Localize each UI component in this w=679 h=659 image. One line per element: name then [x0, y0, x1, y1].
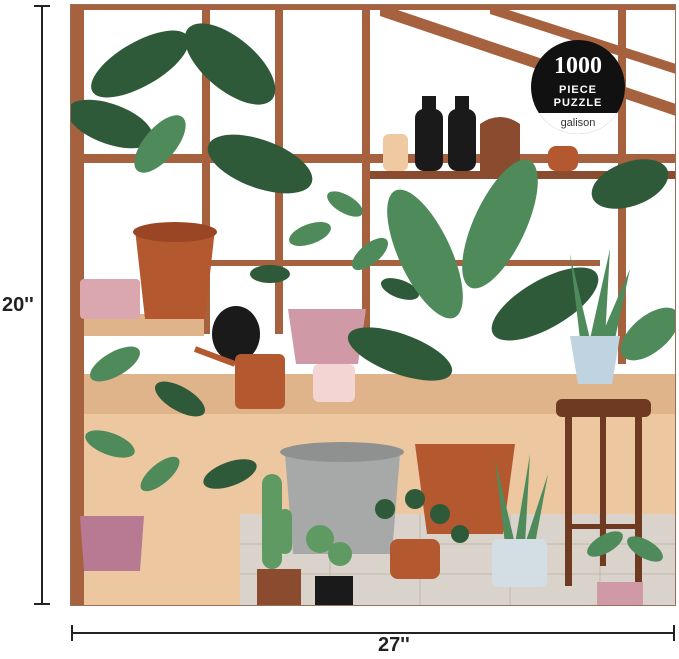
left-wall-shelf: [84, 314, 204, 336]
height-label: 20'': [2, 292, 34, 319]
right-leaves: [591, 159, 676, 361]
badge-brand-band: [531, 113, 625, 134]
black-pot: [212, 306, 260, 362]
pink-pot-middle: [288, 309, 366, 364]
cactus-pot-black: [315, 576, 353, 606]
aloe-plant: [495, 454, 548, 544]
small-pink-pot: [313, 364, 355, 402]
wooden-stool: [556, 399, 651, 586]
pilea-plant: [375, 489, 469, 543]
terracotta-pot-large: [135, 229, 215, 319]
pilea-pot: [390, 539, 440, 579]
cactus-pot-brown: [257, 569, 301, 606]
pink-pot-bottom-right: [597, 582, 643, 606]
aloe-pot: [492, 539, 547, 587]
puzzle-badge: 1000 PIECE PUZZLE galison: [531, 40, 625, 134]
piece-count: 1000: [554, 53, 602, 79]
pink-pot-bottom-left: [80, 516, 144, 571]
pink-pot-left: [80, 279, 140, 319]
snake-plant: [570, 249, 630, 339]
rubber-plant: [85, 346, 257, 492]
bottles: [383, 96, 578, 171]
small-right-plant: [587, 531, 663, 562]
width-dimension-line: [71, 625, 675, 641]
watering-can: [235, 354, 285, 409]
badge-line-puzzle: PUZZLE: [553, 97, 603, 109]
height-dimension-line: [34, 5, 50, 605]
banana-plant: [347, 159, 599, 381]
large-leaf-plant: [70, 23, 313, 194]
brand-name: galison: [560, 117, 596, 129]
blue-pot-right: [570, 336, 620, 384]
cactus: [262, 474, 352, 569]
zz-plant: [250, 191, 420, 300]
width-label: 27'': [372, 634, 416, 657]
badge-line-piece: PIECE: [558, 84, 597, 96]
